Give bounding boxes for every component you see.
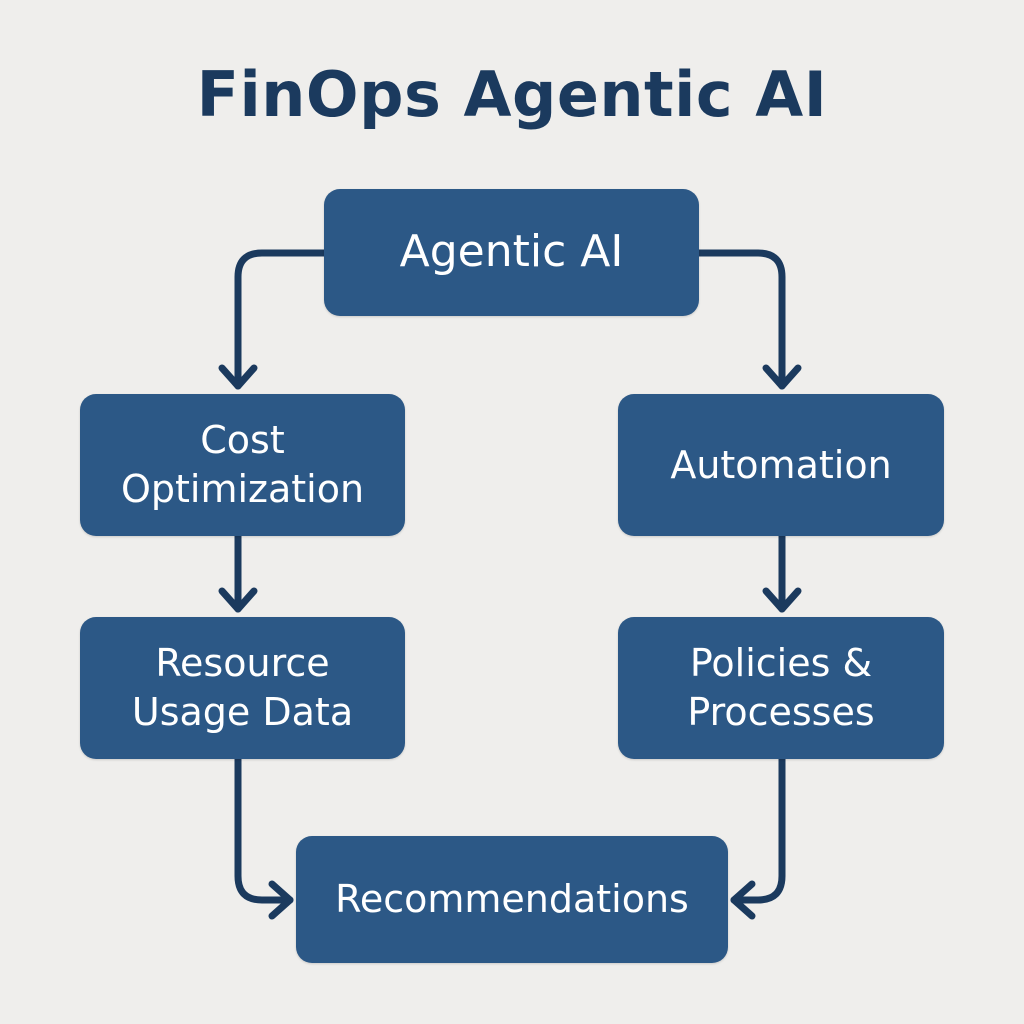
arrowhead-recommendations-right <box>730 880 756 920</box>
diagram-title: FinOps Agentic AI <box>196 58 828 131</box>
arrowhead-cost <box>218 364 258 390</box>
edge-agentic-to-cost <box>234 249 328 390</box>
node-cost-optimization: Cost Optimization <box>80 394 405 536</box>
node-cost-optimization-line-1: Cost <box>200 418 285 463</box>
node-automation-label: Automation <box>670 442 892 487</box>
node-policies-processes-line-2: Processes <box>687 690 875 734</box>
node-agentic-ai: Agentic AI <box>324 189 699 316</box>
node-resource-usage-data: Resource Usage Data <box>80 617 405 759</box>
arrowhead-policies <box>762 587 802 613</box>
node-automation: Automation <box>618 394 944 536</box>
node-agentic-ai-label: Agentic AI <box>399 226 624 278</box>
node-resource-usage-data-line-1: Resource <box>155 641 330 686</box>
arrowhead-recommendations-left <box>268 880 294 920</box>
edge-policies-to-recommendations <box>730 755 786 904</box>
node-recommendations-label: Recommendations <box>335 877 689 922</box>
node-policies-processes-line-1: Policies & <box>689 641 873 686</box>
arrowhead-resource <box>218 587 258 613</box>
arrowhead-automation <box>762 364 802 390</box>
node-cost-optimization-line-2: Optimization <box>120 467 365 511</box>
edge-resource-to-recommendations <box>234 755 294 904</box>
edge-agentic-to-automation <box>695 249 786 390</box>
node-policies-processes: Policies & Processes <box>618 617 944 759</box>
node-recommendations: Recommendations <box>296 836 728 963</box>
node-resource-usage-data-line-2: Usage Data <box>131 690 354 734</box>
